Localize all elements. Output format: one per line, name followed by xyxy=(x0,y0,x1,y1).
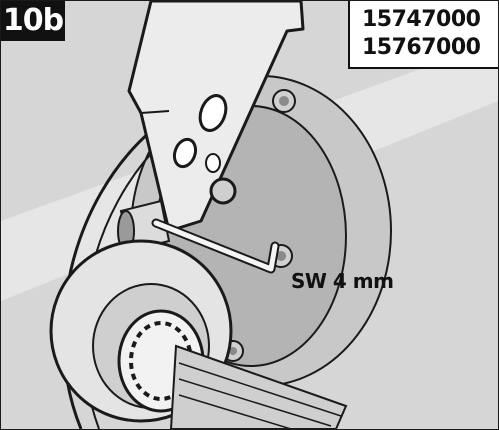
part-number-1: 15747000 xyxy=(362,7,481,32)
part-number-box: 15747000 15767000 xyxy=(348,1,498,69)
hex-key-fill xyxy=(153,220,278,272)
bracket-hole-small xyxy=(205,153,221,173)
shaft xyxy=(169,344,348,429)
part-number-2: 15767000 xyxy=(362,35,481,60)
bolt-middle-center xyxy=(276,251,286,261)
bracket-hole-large xyxy=(198,94,228,132)
flange-edge xyxy=(61,129,152,429)
shaft-groove-1 xyxy=(178,362,342,417)
shaft-groove-3 xyxy=(178,394,292,429)
bracket-fold-line xyxy=(140,110,170,114)
step-badge: 10b xyxy=(1,1,65,41)
shaft-groove-2 xyxy=(178,378,332,427)
bolt-bottom-center xyxy=(229,347,237,355)
tool-size-label: SW 4 mm xyxy=(291,269,394,293)
bolt-top-center xyxy=(279,96,289,106)
bracket-hole-medium xyxy=(172,137,198,169)
bracket-pin xyxy=(209,177,237,205)
